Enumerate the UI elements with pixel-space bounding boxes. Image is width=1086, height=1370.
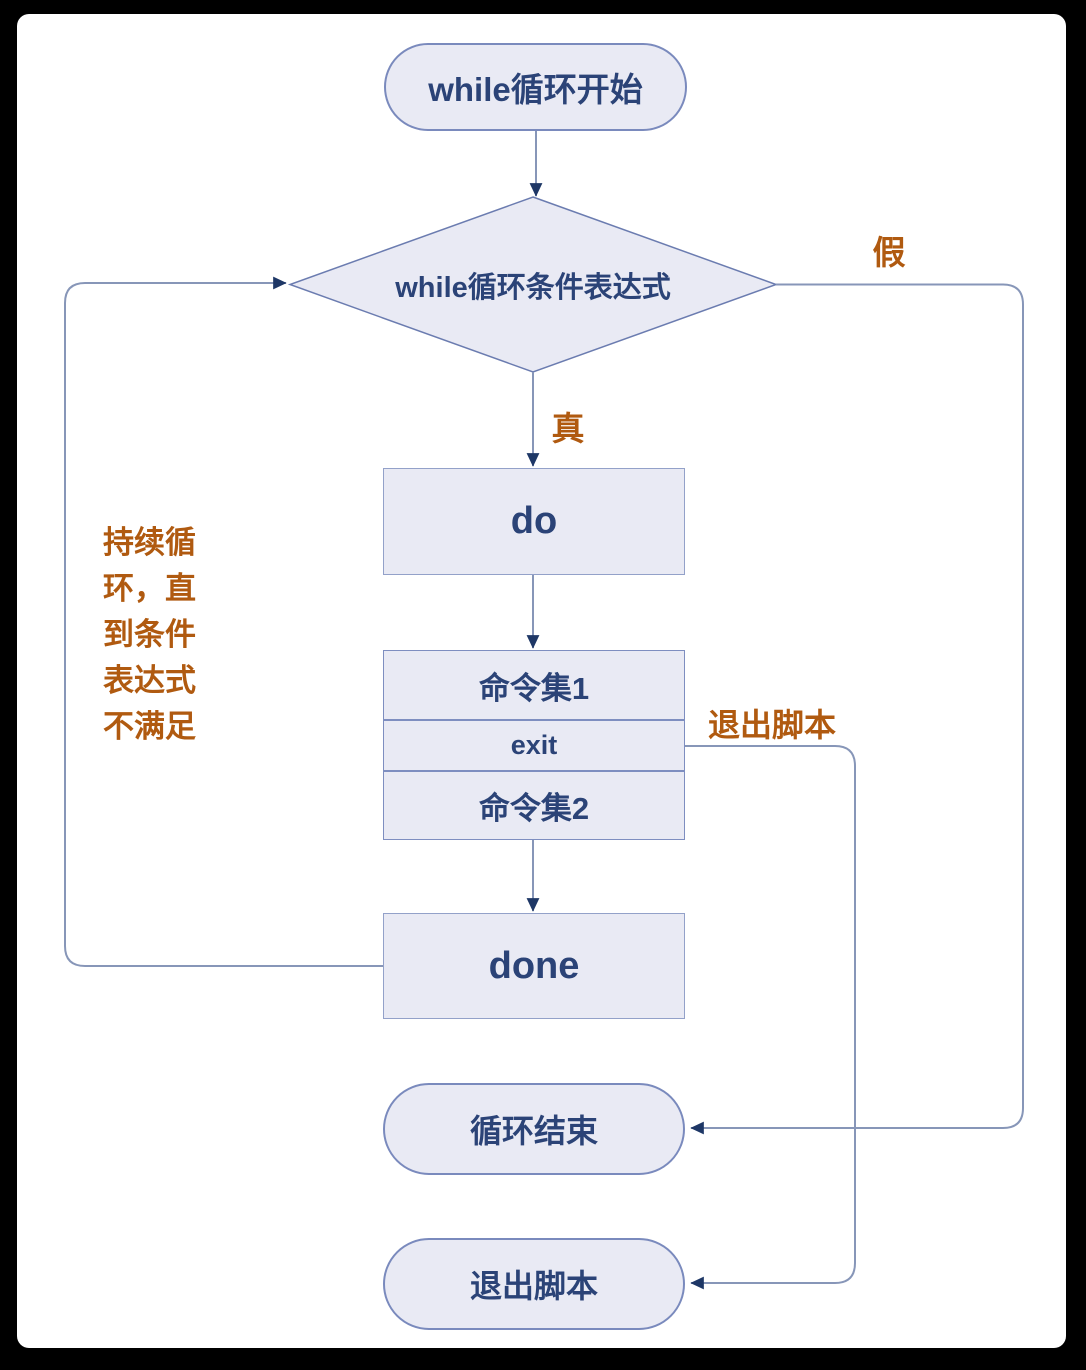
node-start-label: while循环开始 bbox=[428, 71, 643, 108]
node-exit-label: exit bbox=[510, 730, 558, 760]
edge-label-false: 假 bbox=[872, 234, 906, 271]
node-loop-end: 循环结束 bbox=[383, 1083, 685, 1175]
edge-label-true: 真 bbox=[551, 410, 585, 447]
edge-done-loopback-to-condition bbox=[64, 276, 383, 967]
node-exit-script: 退出脚本 bbox=[383, 1238, 685, 1330]
node-command-stack: 命令集1 exit 命令集2 bbox=[383, 650, 685, 840]
node-condition-label: while循环条件表达式 bbox=[395, 271, 671, 304]
node-loop-end-label: 循环结束 bbox=[469, 1113, 598, 1149]
node-start: while循环开始 bbox=[384, 43, 687, 131]
node-cmd2-label: 命令集2 bbox=[478, 791, 590, 826]
node-exit: exit bbox=[384, 719, 684, 772]
node-do: do bbox=[383, 468, 685, 575]
node-cmd1-label: 命令集1 bbox=[478, 670, 590, 706]
node-done-label: done bbox=[488, 944, 580, 987]
node-exit-script-label: 退出脚本 bbox=[469, 1268, 598, 1304]
edge-label-exit-script: 退出脚本 bbox=[707, 707, 836, 743]
node-done: done bbox=[383, 913, 685, 1019]
loop-annotation: 持续循 环，直 到条件 表达式 不满足 bbox=[103, 525, 196, 744]
edge-condition-false-to-loop-end bbox=[690, 283, 1024, 1135]
node-cmd2: 命令集2 bbox=[384, 772, 684, 839]
node-condition: while循环条件表达式 bbox=[300, 197, 766, 372]
node-cmd1: 命令集1 bbox=[384, 651, 684, 719]
node-do-label: do bbox=[510, 500, 558, 542]
edge-exit-to-exit-script bbox=[685, 745, 856, 1290]
